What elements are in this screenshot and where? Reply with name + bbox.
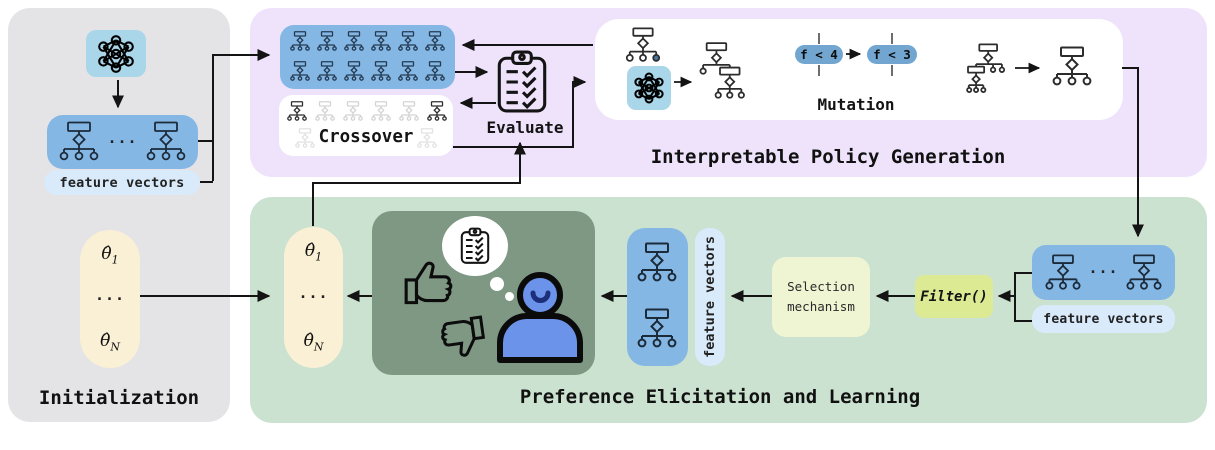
thumbs-up-icon [401,253,465,313]
panel-title-policy-generation: Interpretable Policy Generation [650,146,1006,168]
candidate-trees-box [627,228,688,366]
evaluate-clipboard-icon [495,50,549,114]
thought-trail-dot [490,277,504,291]
thumbs-down-icon [427,307,492,369]
neural-network-box [86,30,146,77]
initialization-panel: ··· feature vectors θ̂1 ··· θ̂N Initiali… [8,8,230,422]
tree-icon-faded [314,101,336,122]
ellipsis: ··· [107,132,138,151]
tree-icon-faded [398,101,420,122]
ellipsis: ··· [94,289,126,308]
feature-vectors-label: feature vectors [59,174,185,191]
mutation-label: Mutation [817,95,895,114]
theta-1: θ̂1 [304,241,323,264]
policy-generation-panel: Crossover Evaluate [250,8,1207,177]
tree-icon [343,61,365,82]
selection-mechanism-box: Selection mechanism [772,257,870,337]
preference-panel: θ̂1 ··· θ̂N feature vectors [250,197,1207,423]
tree-icon [289,31,311,52]
feature-vectors-badge: feature vectors [1032,305,1175,333]
tree-icon [289,61,311,82]
crossover-box: Crossover [279,95,453,156]
panel-title-preference: Preference Elicitation and Learning [519,386,921,408]
nn-subtree-box [627,66,671,110]
theta-N: θ̂N [303,330,324,353]
human-feedback-box [372,211,595,375]
tree-icon-faded [370,101,392,122]
panel-title-initialization: Initialization [38,387,200,409]
generated-trees-box: ··· [1032,245,1175,300]
thought-bubble [442,216,508,276]
pruned-tree-icon [1050,46,1094,88]
thought-trail-dot [505,292,514,301]
evaluate-label: Evaluate [486,118,564,137]
initial-trees-box: ··· [47,115,198,169]
crossover-label: Crossover [318,127,414,147]
theta-N: θ̂N [100,330,120,353]
neural-network-icon [632,71,666,105]
tree-with-nn-leaf-icon [625,27,661,62]
tree-icon [316,61,338,82]
tree-icon [397,61,419,82]
tree-icon [316,31,338,52]
ellipsis: ··· [298,288,329,306]
ellipsis: ··· [1088,263,1119,281]
person-icon [497,272,583,363]
tree-icon [397,31,419,52]
tree-icon [286,101,308,122]
feature-vectors-label: feature vectors [1043,311,1164,327]
rule-after-pill: f < 3 [867,45,917,64]
decision-tree-icon [634,308,680,350]
tree-icon [426,101,448,122]
tree-icon [424,31,446,52]
decision-tree-icon [1043,254,1083,292]
feature-vectors-vertical-label: feature vectors [702,236,718,358]
tree-icon [370,31,392,52]
rule-before-pill: f < 4 [795,45,843,64]
decision-tree-icon [1124,254,1164,292]
population-box [280,25,455,89]
feature-vectors-side-badge: feature vectors [695,228,725,366]
theta-population-pill: θ̂1 ··· θ̂N [80,230,140,368]
theta-1: θ̂1 [101,244,119,267]
neural-network-icon [95,33,137,75]
expanded-tree-icon [699,42,745,99]
filter-box: Filter() [915,275,993,318]
feature-vectors-badge: feature vectors [44,170,200,195]
tree-icon [424,61,446,82]
tree-icon [370,61,392,82]
tree-icon-faded [342,101,364,122]
decision-tree-icon [634,242,680,284]
mutation-box: f < 4 f < 3 Mutation [595,19,1123,120]
deep-tree-icon [966,43,1006,93]
decision-tree-icon [57,121,101,163]
selection-label-line1: Selection [787,279,855,294]
selection-label-line2: mechanism [787,299,855,314]
theta-updated-pill: θ̂1 ··· θ̂N [284,227,343,368]
decision-tree-icon [144,121,188,163]
tree-icon [343,31,365,52]
